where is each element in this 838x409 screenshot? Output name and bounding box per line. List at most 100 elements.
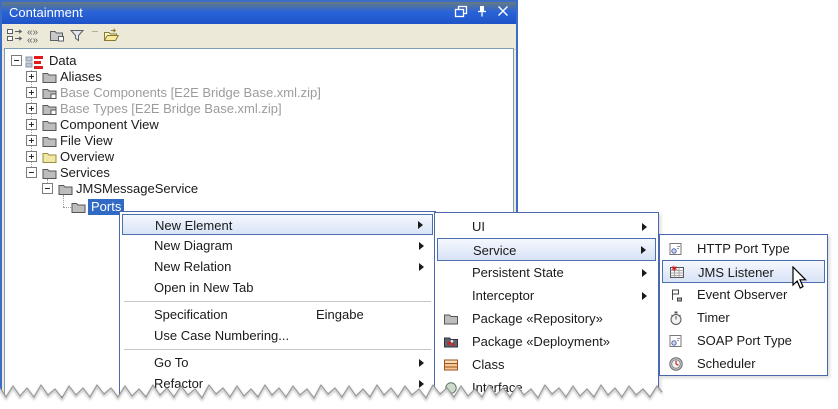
panel-title: Containment	[9, 5, 83, 20]
submenu-arrow-icon	[419, 241, 424, 250]
folder-icon	[58, 183, 73, 199]
pin-button[interactable]	[475, 5, 491, 21]
menu-item-class[interactable]: Class	[437, 353, 656, 376]
close-icon	[498, 6, 508, 16]
tree-item-ports[interactable]: Ports	[5, 199, 513, 215]
menu-item-open-in-new-tab[interactable]: Open in New Tab	[154, 280, 254, 295]
tree-expander-expand[interactable]	[26, 71, 37, 82]
close-button[interactable]	[496, 5, 512, 21]
menu-item-interceptor[interactable]: Interceptor	[437, 284, 656, 307]
tree-item-jmsmessageservice[interactable]: JMSMessageService	[5, 181, 513, 197]
folder-icon	[42, 167, 57, 183]
tree-expander-expand[interactable]	[26, 87, 37, 98]
tree-item-base-components[interactable]: Base Components [E2E Bridge Base.xml.zip…	[5, 85, 513, 101]
panel-toolbar: «» «»	[2, 24, 516, 50]
soap-port-type-icon	[668, 333, 684, 349]
open-folder-button[interactable]	[102, 27, 122, 46]
folder-icon	[71, 201, 86, 217]
tree-expander-expand[interactable]	[26, 151, 37, 162]
menu-item-new-relation[interactable]: New Relation	[122, 256, 433, 277]
tree-connector	[63, 207, 71, 208]
new-element-submenu: UI Service Persistent State Interceptor …	[434, 212, 659, 399]
menu-item-timer[interactable]: Timer	[662, 306, 825, 329]
tree-item-data[interactable]: Data	[5, 53, 513, 69]
submenu-arrow-icon	[418, 220, 423, 229]
context-menu: New Element New Diagram New Relation Ope…	[119, 211, 436, 399]
panel-titlebar: Containment	[2, 2, 516, 24]
open-folder-icon	[103, 28, 120, 41]
tree-expander-expand[interactable]	[26, 135, 37, 146]
collapse-all-icon: «» «»	[27, 27, 39, 46]
filter-icon	[69, 30, 85, 42]
http-port-type-icon	[668, 241, 684, 257]
shared-folder-icon	[42, 103, 57, 119]
menu-item-ui[interactable]: UI	[437, 215, 656, 238]
service-submenu: HTTP Port Type JMS Listener Event Observ…	[659, 234, 828, 376]
svg-text:«»: «»	[27, 35, 39, 44]
tree-item-component-view[interactable]: Component View	[5, 117, 513, 133]
tree-expander-collapse[interactable]	[26, 167, 37, 178]
mouse-cursor-icon	[792, 266, 808, 289]
menu-item-scheduler[interactable]: Scheduler	[662, 352, 825, 375]
menu-item-jms-listener[interactable]: JMS Listener	[662, 260, 825, 283]
tree-expander-collapse[interactable]	[42, 183, 53, 194]
package-view-button[interactable]	[48, 27, 68, 46]
menu-item-persistent-state[interactable]: Persistent State	[437, 261, 656, 284]
tree-expander-expand[interactable]	[26, 119, 37, 130]
tree-item-aliases[interactable]: Aliases	[5, 69, 513, 85]
menu-item-go-to[interactable]: Go To	[122, 352, 433, 373]
class-icon	[443, 357, 459, 373]
menu-item-new-diagram[interactable]: New Diagram	[122, 235, 433, 256]
submenu-arrow-icon	[419, 262, 424, 271]
timer-icon	[668, 310, 684, 326]
menu-item-package-deployment[interactable]: Package «Deployment»	[437, 330, 656, 353]
menu-separator	[124, 301, 431, 302]
float-icon	[454, 5, 468, 18]
tree-connector	[63, 195, 64, 207]
package-view-icon	[50, 31, 64, 42]
menu-item-refactor[interactable]: Refactor	[122, 373, 433, 394]
package-repository-icon	[443, 311, 459, 327]
scheduler-icon	[668, 356, 684, 372]
menu-item-service[interactable]: Service	[437, 238, 656, 261]
yellow-folder-icon	[42, 151, 57, 167]
shortcut-label: Eingabe	[316, 307, 364, 322]
float-button[interactable]	[454, 5, 470, 21]
menu-item-soap-port-type[interactable]: SOAP Port Type	[662, 329, 825, 352]
menu-item-use-case-numbering[interactable]: Use Case Numbering...	[154, 328, 290, 343]
tree-expander-expand[interactable]	[26, 103, 37, 114]
folder-icon	[42, 119, 57, 135]
toolbar-separator	[92, 31, 98, 32]
tree-expander-collapse[interactable]	[11, 55, 22, 66]
menu-item-http-port-type[interactable]: HTTP Port Type	[662, 237, 825, 260]
collapse-all-button[interactable]: «» «»	[26, 27, 46, 46]
tree-item-overview[interactable]: Overview	[5, 149, 513, 165]
submenu-arrow-icon	[419, 379, 424, 388]
shared-folder-icon	[42, 87, 57, 103]
submenu-arrow-icon	[641, 245, 646, 254]
folder-icon	[42, 135, 57, 151]
menu-item-event-observer[interactable]: Event Observer	[662, 283, 825, 306]
tree-item-services[interactable]: Services	[5, 165, 513, 181]
event-observer-icon	[668, 287, 684, 303]
tree-item-file-view[interactable]: File View	[5, 133, 513, 149]
submenu-arrow-icon	[642, 222, 647, 231]
menu-item-new-element[interactable]: New Element	[122, 214, 433, 235]
svg-text:«»: «»	[27, 27, 39, 38]
tree-item-base-types[interactable]: Base Types [E2E Bridge Base.xml.zip]	[5, 101, 513, 117]
menu-separator	[124, 349, 431, 350]
submenu-arrow-icon	[419, 358, 424, 367]
model-root-icon	[25, 55, 45, 73]
link-nodes-icon	[7, 29, 23, 41]
pin-icon	[478, 6, 486, 17]
filter-button[interactable]	[68, 27, 88, 46]
package-deployment-icon	[443, 334, 459, 350]
torn-edge-decoration	[0, 384, 663, 409]
submenu-arrow-icon	[642, 291, 647, 300]
menu-item-package-repository[interactable]: Package «Repository»	[437, 307, 656, 330]
menu-item-specification[interactable]: Specification Eingabe	[122, 304, 433, 325]
jms-listener-icon	[669, 264, 685, 280]
link-nodes-button[interactable]	[6, 27, 26, 46]
folder-icon	[42, 71, 57, 87]
